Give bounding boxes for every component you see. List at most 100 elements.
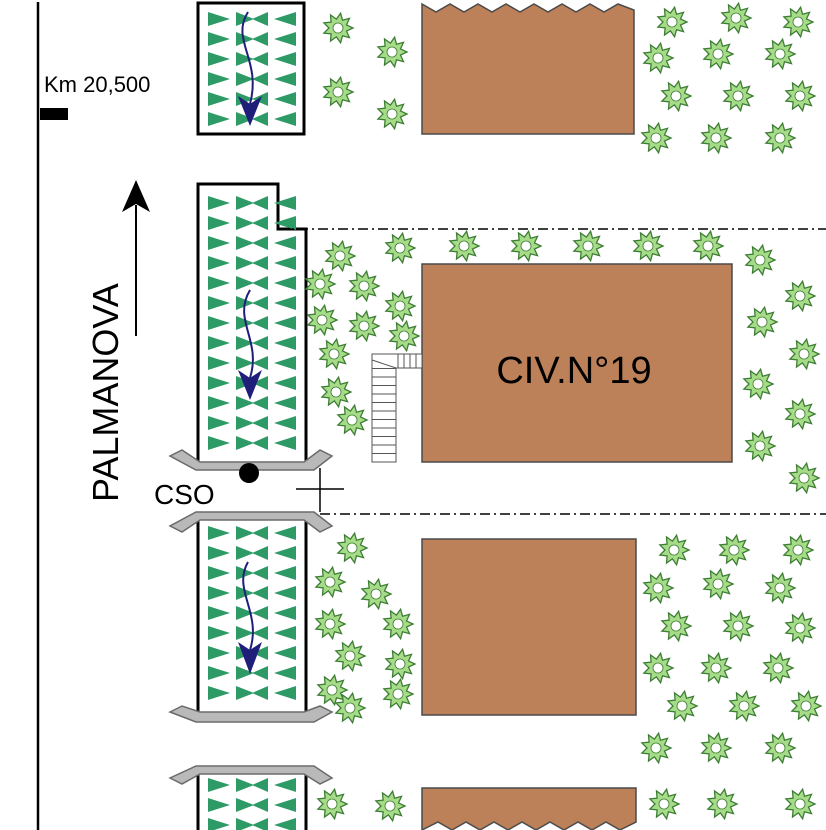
ditch-grass-mark bbox=[236, 396, 254, 410]
ditch-grass-mark bbox=[274, 236, 296, 250]
flow-direction-arrow bbox=[238, 11, 262, 126]
shrub-icon bbox=[784, 787, 817, 821]
stair-step bbox=[371, 402, 397, 412]
stair-step bbox=[371, 385, 397, 395]
shrub-icon bbox=[702, 37, 735, 71]
ditch-grass-mark bbox=[208, 396, 230, 410]
shrub-icon bbox=[700, 651, 733, 685]
ditch-grass-mark bbox=[252, 316, 268, 330]
culvert-crossing bbox=[168, 705, 334, 785]
ditch-grass-mark bbox=[236, 276, 254, 290]
shrub-icon bbox=[510, 229, 543, 263]
ditch-grass-mark bbox=[236, 196, 254, 210]
ditch-grass-mark bbox=[252, 818, 268, 830]
building-label: CIV.N°19 bbox=[496, 350, 651, 392]
stair-step bbox=[371, 436, 397, 446]
ditch-grass-mark bbox=[252, 276, 268, 290]
ditch-grass-mark bbox=[236, 72, 254, 86]
ditch-grass-mark bbox=[252, 112, 268, 126]
ditch-grass-mark bbox=[252, 256, 268, 270]
culvert-crossing bbox=[168, 449, 334, 533]
ditch-grass-mark bbox=[274, 436, 296, 450]
ditch-grass-mark bbox=[252, 606, 268, 620]
ditch-grass-mark bbox=[208, 196, 230, 210]
cso-label: CSO bbox=[154, 479, 215, 510]
shrub-icon bbox=[648, 787, 681, 821]
stair-step bbox=[397, 353, 405, 369]
stair-step bbox=[371, 393, 397, 403]
shrub-icon bbox=[316, 673, 349, 707]
shrub-icon bbox=[656, 5, 689, 39]
shrub-icon bbox=[382, 607, 415, 641]
stair-step bbox=[403, 353, 411, 369]
ditch-grass-mark bbox=[236, 436, 254, 450]
shrub-icon bbox=[320, 375, 353, 409]
ditch-grass-mark bbox=[236, 236, 254, 250]
ditch-grass-mark bbox=[236, 32, 254, 46]
ditch-grass-mark bbox=[208, 216, 230, 230]
ditch-grass-mark bbox=[208, 72, 230, 86]
stair-step bbox=[371, 453, 397, 463]
shrub-icon bbox=[376, 35, 409, 69]
ditch-grass-mark bbox=[252, 686, 268, 700]
ditch-grass-mark bbox=[208, 818, 230, 830]
ditch-grass-mark bbox=[208, 526, 230, 540]
ditch-grass-mark bbox=[252, 72, 268, 86]
shrub-icon bbox=[334, 691, 367, 725]
staircase bbox=[371, 353, 423, 463]
shrub-icon bbox=[728, 689, 761, 723]
building-top bbox=[421, 2, 635, 135]
shrub-icon bbox=[384, 289, 417, 323]
shrub-icon bbox=[384, 647, 417, 681]
shrub-icon bbox=[782, 5, 815, 39]
ditch-grass-mark bbox=[236, 52, 254, 66]
ditch-grass-mark bbox=[208, 798, 230, 812]
ditch-grass-mark bbox=[274, 646, 296, 660]
ditch-grass-mark bbox=[252, 436, 268, 450]
shrub-icon bbox=[306, 303, 339, 337]
building-bottom bbox=[421, 787, 637, 830]
survey-cross bbox=[296, 468, 344, 512]
ditch-grass-mark bbox=[274, 356, 296, 370]
shrub-icon bbox=[376, 97, 409, 131]
shrub-icon bbox=[658, 533, 691, 567]
ditch-grass-mark bbox=[208, 316, 230, 330]
ditch-grass-mark bbox=[252, 12, 268, 26]
shrub-icon bbox=[316, 787, 349, 821]
ditch-grass-mark bbox=[236, 356, 254, 370]
ditch-grass-mark bbox=[236, 416, 254, 430]
ditch-grass-mark bbox=[236, 546, 254, 560]
shrub-icon bbox=[742, 367, 775, 401]
ditch-grass-mark bbox=[274, 112, 296, 126]
shrub-icon bbox=[304, 267, 337, 301]
shrub-icon bbox=[706, 787, 739, 821]
ditch-grass-mark bbox=[274, 686, 296, 700]
ditch-grass-mark bbox=[274, 376, 296, 390]
ditch-grass-mark bbox=[236, 526, 254, 540]
ditch-grass-mark bbox=[274, 396, 296, 410]
shrub-icon bbox=[448, 229, 481, 263]
ditch-grass-mark bbox=[208, 32, 230, 46]
ditch-grass-mark bbox=[252, 52, 268, 66]
stair-landing bbox=[371, 353, 399, 369]
shrub-icon bbox=[660, 79, 693, 113]
ditch-grass-mark bbox=[208, 12, 230, 26]
ditch-grass-mark bbox=[208, 686, 230, 700]
ditch-grass-mark bbox=[208, 336, 230, 350]
ditch-grass-mark bbox=[274, 52, 296, 66]
ditch-grass-mark bbox=[274, 606, 296, 620]
ditch-grass-mark bbox=[236, 336, 254, 350]
shrub-icon bbox=[642, 651, 675, 685]
ditch-grass-mark bbox=[274, 586, 296, 600]
ditch-grass-mark bbox=[252, 356, 268, 370]
building-lower bbox=[421, 538, 637, 716]
ditch-vegetation bbox=[208, 12, 296, 830]
ditch-grass-mark bbox=[252, 196, 268, 210]
manhole-icon bbox=[239, 463, 259, 483]
shrub-icon bbox=[640, 121, 673, 155]
shrub-icon bbox=[384, 231, 417, 265]
ditch-grass-mark bbox=[208, 112, 230, 126]
ditch-grass-mark bbox=[208, 626, 230, 640]
shrub-icon bbox=[336, 531, 369, 565]
